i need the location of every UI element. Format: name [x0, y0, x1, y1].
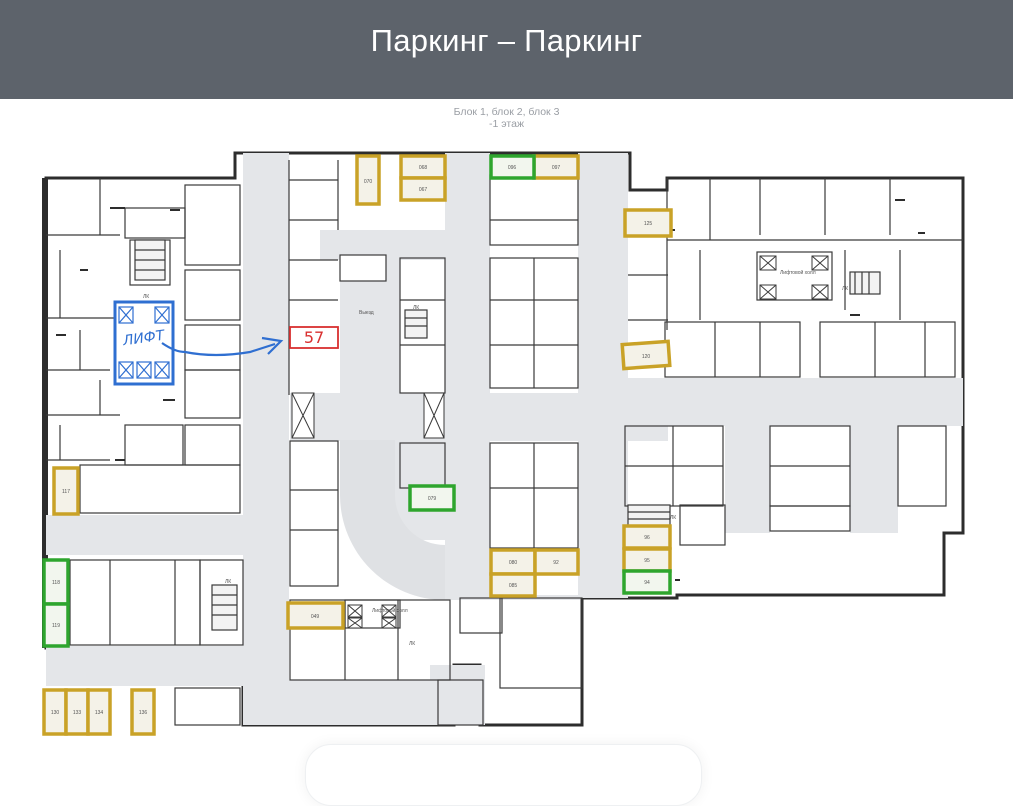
handwritten-lift-label: ЛИФТ	[121, 327, 167, 349]
svg-text:136: 136	[139, 710, 148, 716]
svg-text:119: 119	[52, 623, 60, 629]
spot-068[interactable]: 068	[399, 154, 447, 180]
spot-130[interactable]: 130	[42, 688, 68, 736]
stair-label-right: ЛК	[842, 286, 848, 292]
stair-label-upper-left: ЛК	[143, 294, 149, 300]
lift-hall-label-bottom: Лифтовой холл	[372, 607, 408, 614]
svg-text:94: 94	[644, 580, 650, 586]
spot-136[interactable]: 136	[130, 688, 156, 736]
svg-text:95: 95	[644, 558, 650, 564]
spot-117[interactable]: 117	[52, 466, 80, 516]
drive-lanes	[46, 153, 963, 725]
svg-text:068: 068	[419, 165, 428, 171]
svg-text:070: 070	[364, 179, 373, 185]
spot-067[interactable]: 067	[399, 176, 447, 202]
floor-subtitle: Блок 1, блок 2, блок 3 -1 этаж	[0, 106, 1013, 130]
page-header: Паркинг – Паркинг	[0, 0, 1013, 99]
left-lift-hall: ЛИФТ	[113, 300, 175, 386]
stair-label-center: ЛК	[413, 305, 419, 311]
exit-label: Выезд	[359, 310, 374, 316]
spot-097[interactable]: 097	[532, 154, 580, 180]
page-title: Паркинг – Паркинг	[370, 22, 643, 58]
spot-085[interactable]: 085	[489, 572, 537, 598]
floor-label: -1 этаж	[489, 118, 524, 130]
stair-label-bottom: ЛК	[409, 641, 415, 647]
spot-96[interactable]: 96	[622, 524, 672, 550]
svg-text:096: 096	[508, 165, 517, 171]
spot-096[interactable]: 096	[489, 154, 536, 180]
block-label: Блок 1, блок 2, блок 3	[453, 106, 560, 118]
spot-125[interactable]: 125	[623, 208, 673, 238]
svg-text:92: 92	[553, 560, 559, 566]
svg-text:097: 097	[552, 165, 561, 171]
svg-text:120: 120	[642, 354, 651, 360]
spot-95[interactable]: 95	[622, 547, 672, 573]
svg-text:067: 067	[419, 187, 428, 193]
stair-label-lower-right: ЛК	[670, 515, 676, 521]
spot-118[interactable]: 118	[42, 558, 70, 606]
spot-94[interactable]: 94	[622, 569, 672, 595]
blue-arrow	[161, 336, 284, 357]
spot-080[interactable]: 080	[489, 548, 537, 576]
lift-shafts	[291, 255, 829, 629]
svg-text:130: 130	[51, 710, 60, 716]
spot-070[interactable]: 070	[355, 154, 381, 206]
spot-133[interactable]: 133	[64, 688, 90, 736]
svg-text:96: 96	[644, 535, 650, 541]
spot-049[interactable]: 049	[286, 601, 345, 630]
svg-text:049: 049	[311, 614, 320, 620]
svg-text:080: 080	[509, 560, 518, 566]
svg-text:085: 085	[509, 583, 518, 589]
svg-text:133: 133	[73, 710, 82, 716]
spot-134[interactable]: 134	[86, 688, 112, 736]
svg-text:079: 079	[428, 496, 437, 502]
spot-120[interactable]: 120	[620, 339, 672, 371]
spot-119[interactable]: 119	[42, 602, 70, 648]
spot-92[interactable]: 92	[533, 548, 580, 576]
highlighted-spots: 070 068 067 097 125 120 117 080 92 085 9…	[42, 154, 673, 736]
spot-57-annotation: 57	[289, 326, 339, 349]
left-lift-shafts	[118, 306, 170, 379]
svg-text:118: 118	[52, 580, 60, 586]
bottom-card	[305, 744, 702, 806]
stair-label-left: ЛК	[225, 579, 231, 585]
lift-hall-label-right: Лифтовой холл	[780, 269, 816, 276]
parking-floor-plan: Выезд Лифтовой холл Лифтовой холл Лифтов…	[42, 151, 965, 736]
svg-text:125: 125	[644, 221, 653, 227]
svg-text:134: 134	[95, 710, 104, 716]
spot-57-label: 57	[304, 328, 324, 347]
svg-text:117: 117	[62, 489, 70, 495]
spot-079[interactable]: 079	[408, 484, 456, 512]
